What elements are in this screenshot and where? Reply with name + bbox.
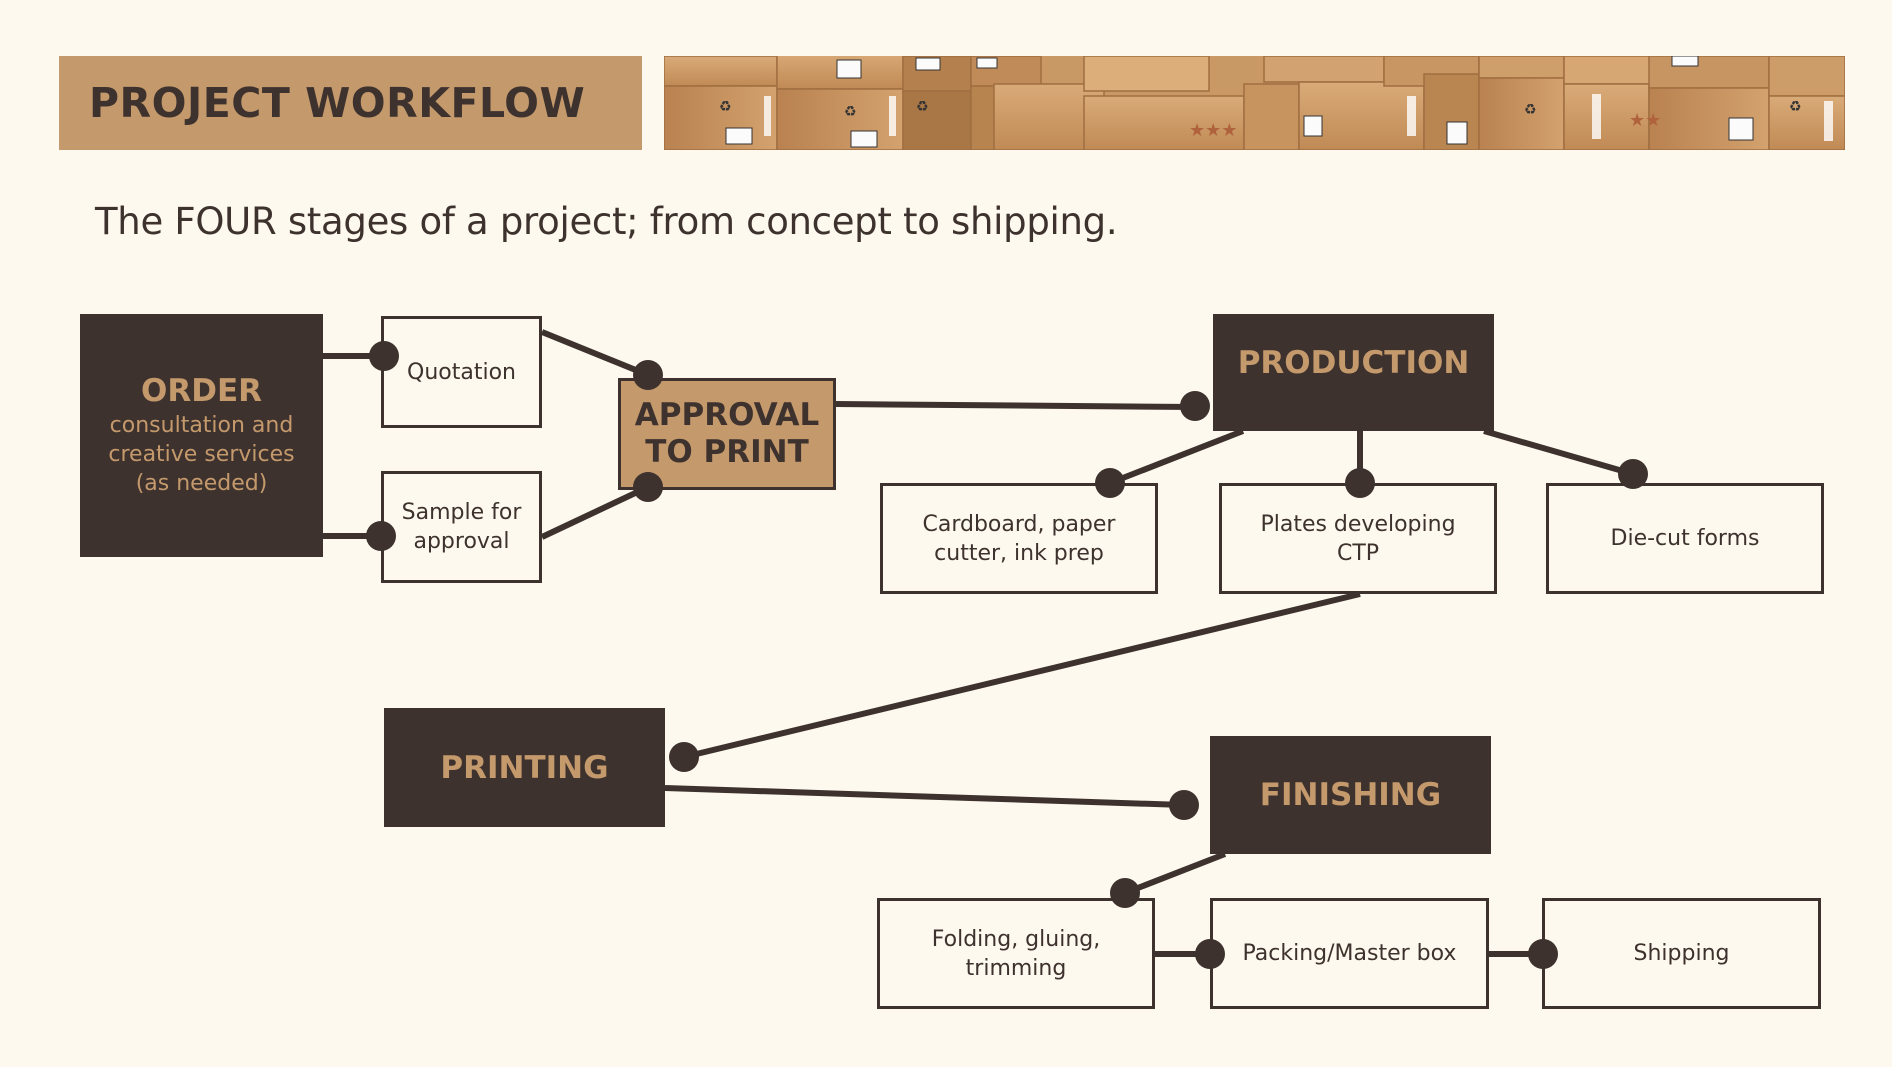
connector-plates-printing xyxy=(683,591,1361,760)
svg-text:★★★: ★★★ xyxy=(1189,120,1237,141)
stage-printing-title: PRINTING xyxy=(440,749,609,786)
step-diecut-label: Die-cut forms xyxy=(1610,526,1760,551)
connector-dot xyxy=(1345,468,1375,498)
stage-order-desc-2: creative services xyxy=(108,442,295,467)
connector-dot xyxy=(1618,459,1648,489)
step-sample-label-2: approval xyxy=(413,529,510,554)
connector-production-diecut xyxy=(1483,428,1634,477)
step-cardboard-label-1: Cardboard, paper xyxy=(922,511,1116,537)
page-subtitle: The FOUR stages of a project; from conce… xyxy=(95,200,1118,243)
svg-text:♻: ♻ xyxy=(1524,102,1537,118)
svg-text:♻: ♻ xyxy=(719,99,732,115)
connector-approval-production xyxy=(835,401,1196,410)
boxes-banner-image: ★★★ ★★ ♻ ♻ ♻ ♻ ♻ xyxy=(664,56,1845,150)
svg-text:★★: ★★ xyxy=(1629,110,1661,131)
svg-text:♻: ♻ xyxy=(844,104,857,120)
connector-dot xyxy=(369,341,399,371)
connector-dot xyxy=(1195,939,1225,969)
step-shipping[interactable]: Shipping xyxy=(1542,898,1821,1009)
stage-printing[interactable]: PRINTING xyxy=(384,708,665,827)
connector-quotation-approval xyxy=(540,329,650,378)
connector-dot xyxy=(1180,391,1210,421)
step-packing-master-box[interactable]: Packing/Master box xyxy=(1210,898,1489,1009)
stage-order-desc-1: consultation and xyxy=(109,413,294,438)
stage-approval-to-print[interactable]: APPROVAL TO PRINT xyxy=(618,378,836,490)
connector-production-cardboard xyxy=(1108,428,1245,486)
stage-production-title: PRODUCTION xyxy=(1237,344,1470,381)
step-folding-gluing[interactable]: Folding, gluing, trimming xyxy=(877,898,1155,1009)
step-sample-for-approval[interactable]: Sample for approval xyxy=(381,471,542,583)
svg-text:♻: ♻ xyxy=(916,99,929,115)
stage-approval-label-1: APPROVAL xyxy=(634,397,820,433)
step-plates-label-2: CTP xyxy=(1336,540,1380,566)
step-packing-label: Packing/Master box xyxy=(1242,941,1457,966)
step-sample-label-1: Sample for xyxy=(401,500,522,525)
connector-dot xyxy=(1528,939,1558,969)
stage-finishing[interactable]: FINISHING xyxy=(1210,736,1491,854)
stage-production[interactable]: PRODUCTION xyxy=(1213,314,1494,431)
stage-order[interactable]: ORDER consultation and creative services… xyxy=(80,314,323,557)
connector-dot xyxy=(633,360,663,390)
connector-dot xyxy=(1169,790,1199,820)
connector-dot xyxy=(1095,468,1125,498)
connector-sample-approval xyxy=(540,484,650,540)
step-folding-label-1: Folding, gluing, xyxy=(931,926,1101,952)
stage-finishing-title: FINISHING xyxy=(1259,777,1442,813)
stage-approval-label-2: TO PRINT xyxy=(645,434,809,470)
stage-order-title: ORDER xyxy=(140,373,262,409)
page-title: PROJECT WORKFLOW xyxy=(89,79,586,127)
title-banner: PROJECT WORKFLOW xyxy=(59,56,642,150)
step-folding-label-2: trimming xyxy=(965,955,1067,981)
connector-dot xyxy=(669,742,699,772)
connector-dot xyxy=(366,521,396,551)
step-shipping-label: Shipping xyxy=(1633,941,1730,966)
step-die-cut-forms[interactable]: Die-cut forms xyxy=(1546,483,1824,594)
connector-dot xyxy=(633,472,663,502)
step-cardboard-prep[interactable]: Cardboard, paper cutter, ink prep xyxy=(880,483,1158,594)
cardboard-boxes-illustration: ★★★ ★★ ♻ ♻ ♻ ♻ ♻ xyxy=(664,56,1845,150)
connector-finishing-folding xyxy=(1123,851,1227,896)
step-cardboard-label-2: cutter, ink prep xyxy=(934,540,1104,566)
step-quotation[interactable]: Quotation xyxy=(381,316,542,428)
svg-text:♻: ♻ xyxy=(1789,99,1802,115)
step-quotation-label: Quotation xyxy=(407,359,516,385)
step-plates-label-1: Plates developing xyxy=(1260,511,1456,537)
connector-dot xyxy=(1110,878,1140,908)
stage-order-desc-3: (as needed) xyxy=(135,471,268,496)
connector-printing-finishing xyxy=(664,785,1185,808)
step-plates-developing[interactable]: Plates developing CTP xyxy=(1219,483,1497,594)
